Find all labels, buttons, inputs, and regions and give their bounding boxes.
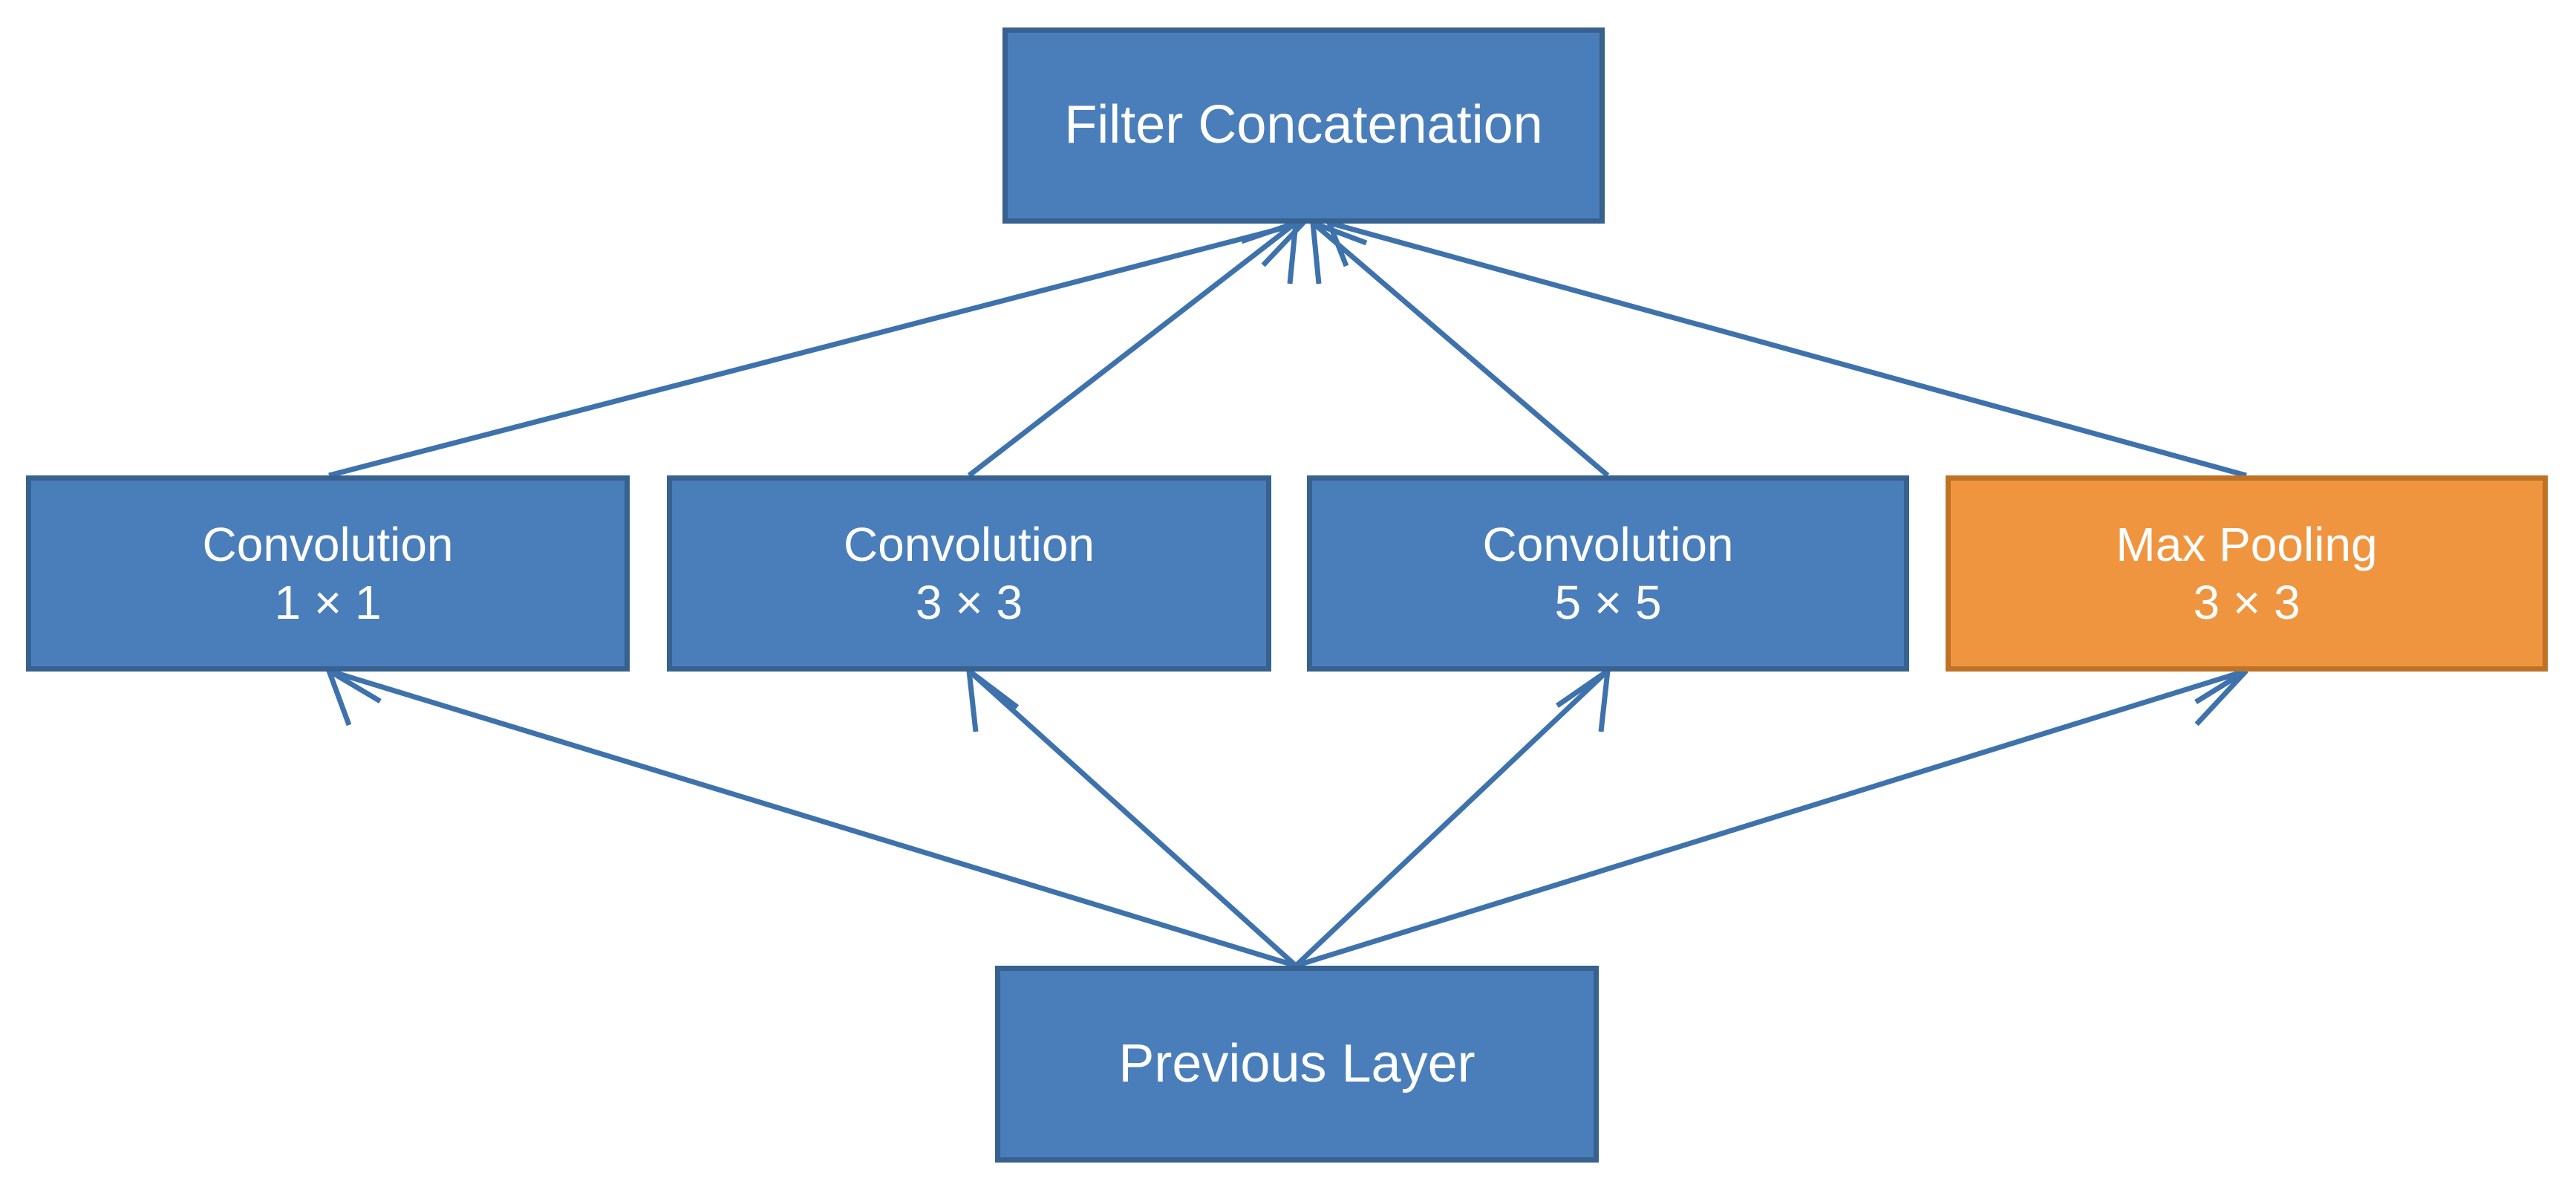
edge-conv3x3-to-filter-concat [967, 218, 1300, 478]
node-sublabel: 3 × 3 [2193, 576, 2301, 629]
node-label: Convolution [202, 517, 454, 571]
node-convolution-5x5[interactable]: Convolution 5 × 5 [1307, 475, 1909, 672]
node-convolution-3x3[interactable]: Convolution 3 × 3 [667, 475, 1271, 672]
node-sublabel: 3 × 3 [915, 576, 1023, 629]
node-convolution-1x1[interactable]: Convolution 1 × 1 [26, 475, 630, 672]
edge-previous-to-maxpool3x3 [1294, 668, 2249, 969]
edge-maxpool3x3-to-filter-concat [1326, 213, 2247, 478]
node-previous-layer[interactable]: Previous Layer [995, 966, 1599, 1163]
node-label: Filter Concatenation [1064, 95, 1543, 155]
edge-conv5x5-to-filter-concat [1309, 218, 1610, 478]
edge-conv1x1-to-filter-concat [328, 212, 1309, 478]
node-label: Previous Layer [1118, 1033, 1476, 1093]
node-max-pooling-3x3[interactable]: Max Pooling 3 × 3 [1946, 475, 2548, 672]
node-filter-concatenation[interactable]: Filter Concatenation [1002, 27, 1605, 224]
node-sublabel: 1 × 1 [274, 576, 382, 629]
edge-previous-to-conv1x1 [324, 664, 1297, 969]
node-label: Convolution [844, 517, 1095, 571]
edge-previous-to-conv3x3 [965, 665, 1298, 968]
node-sublabel: 5 × 5 [1554, 576, 1662, 629]
edge-previous-to-conv5x5 [1294, 665, 1611, 968]
node-label: Convolution [1482, 517, 1734, 571]
node-label: Max Pooling [2116, 517, 2378, 571]
